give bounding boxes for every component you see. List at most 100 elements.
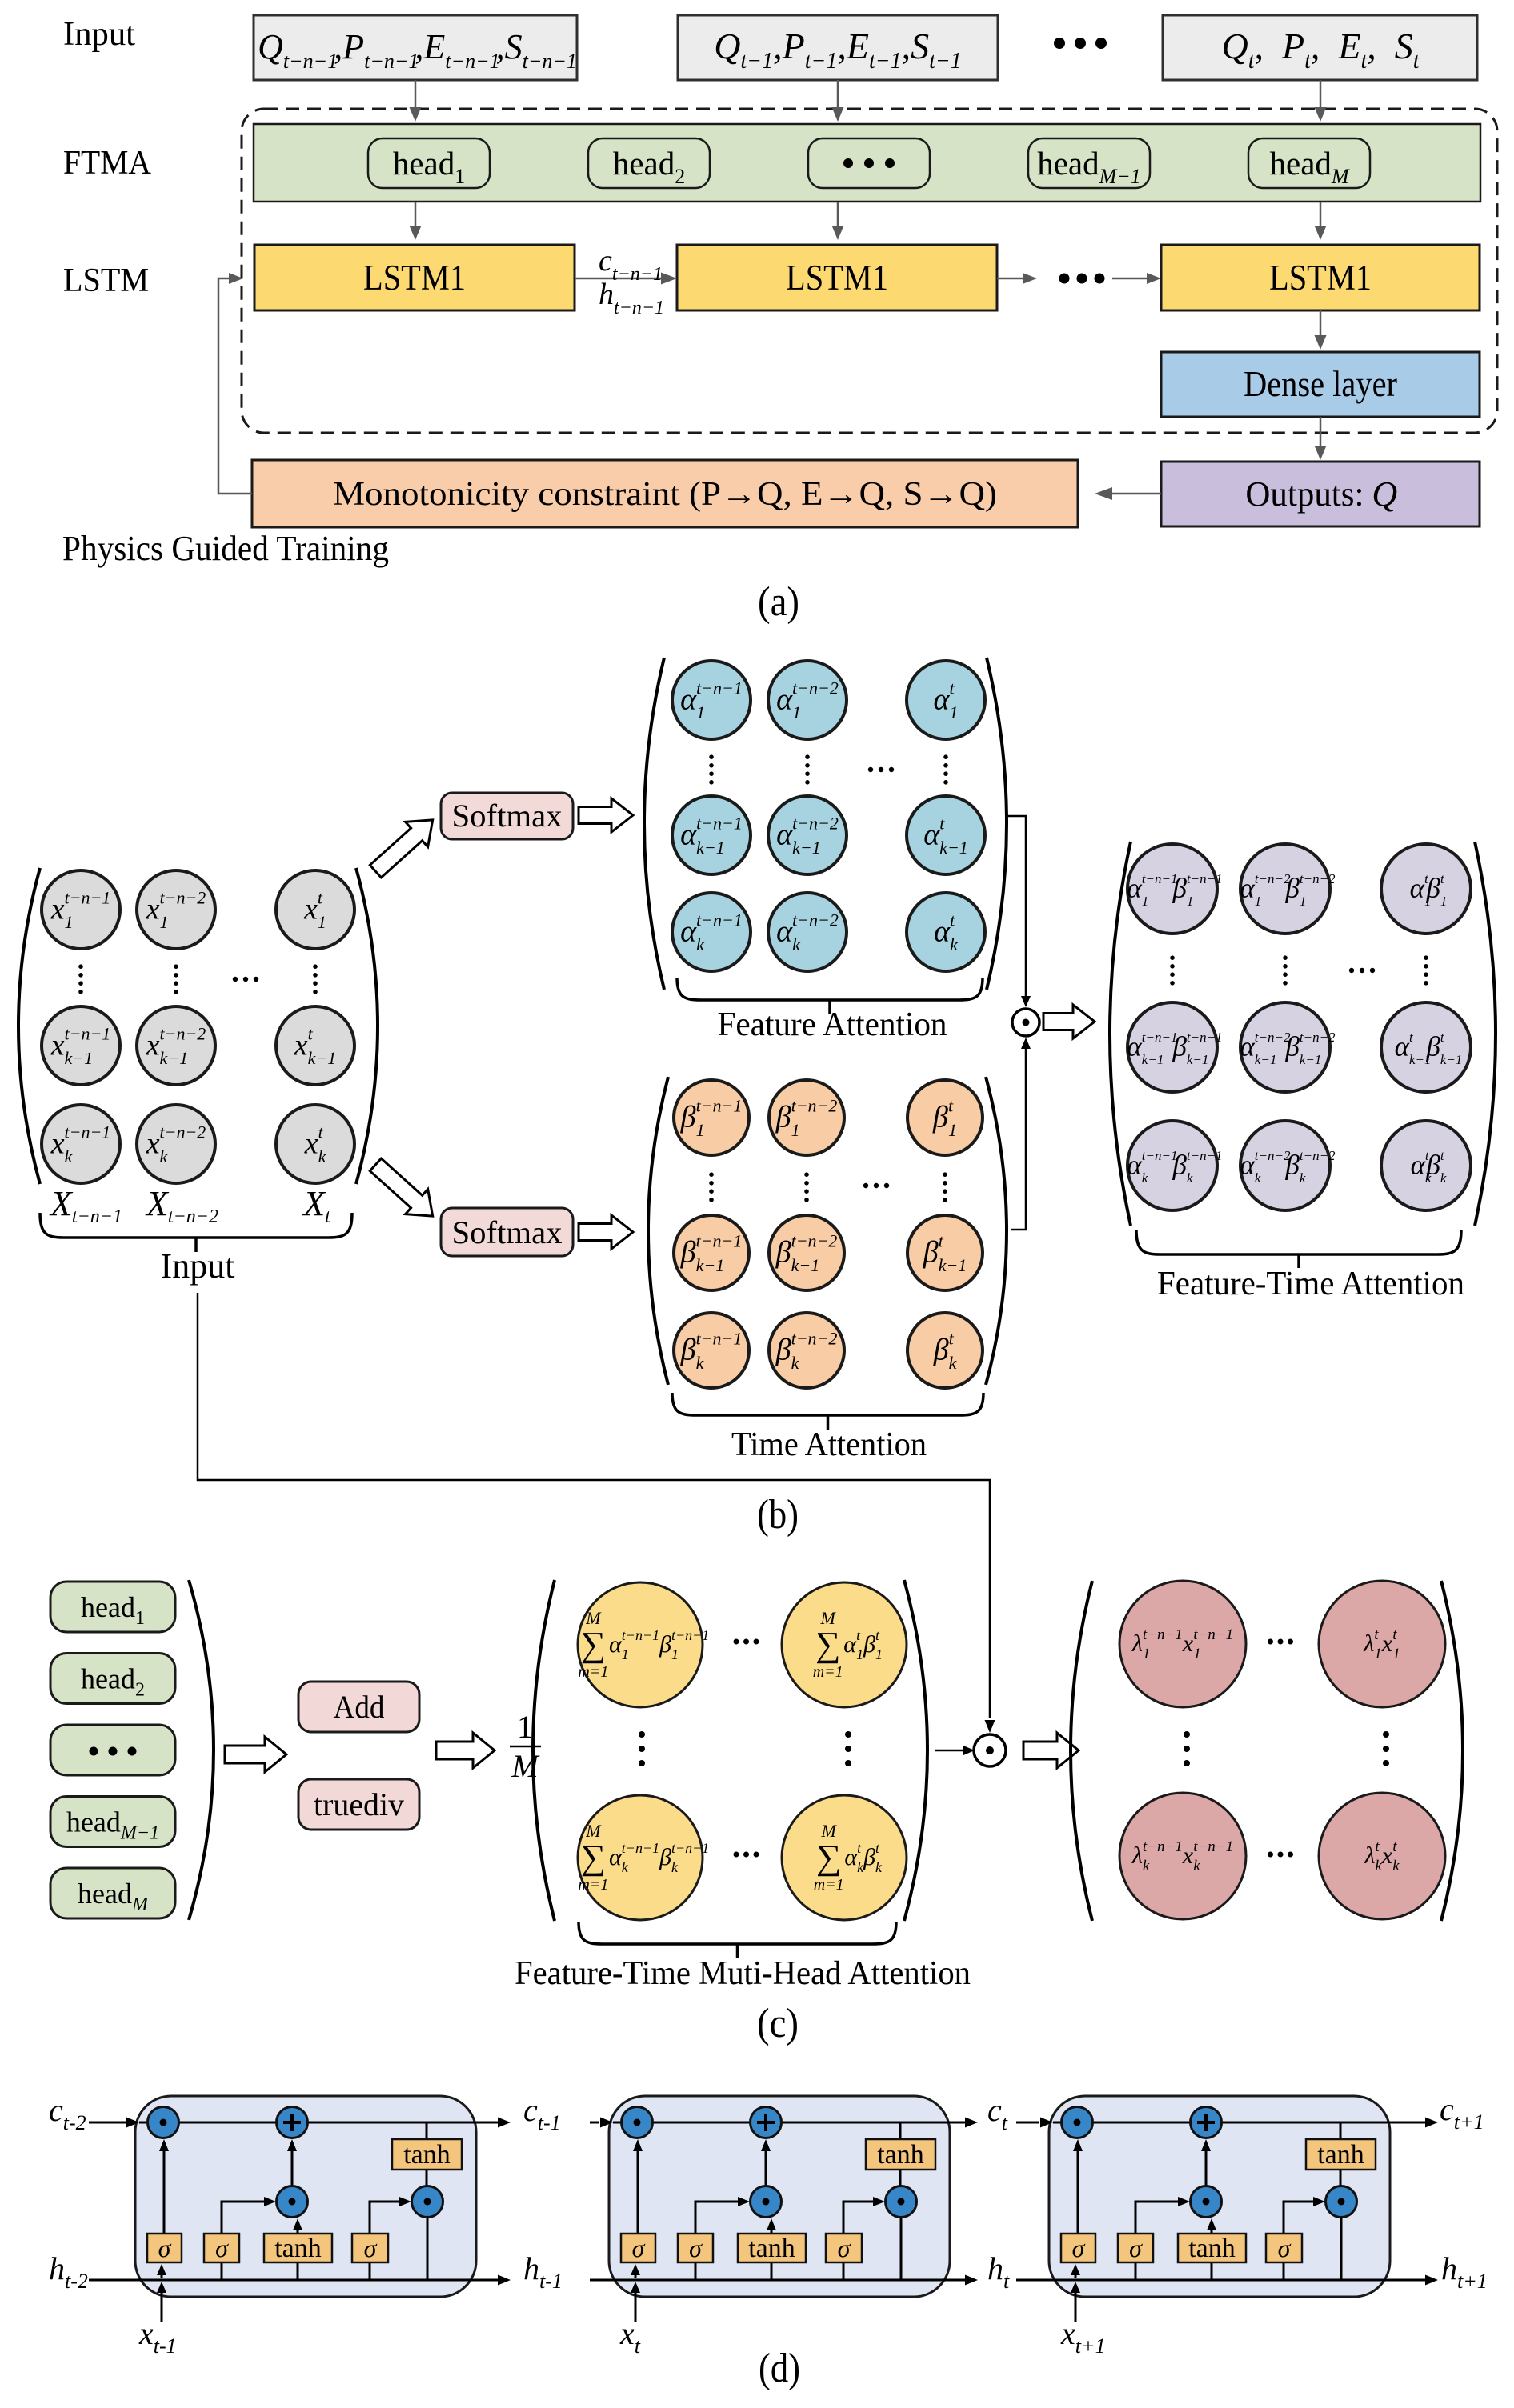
svg-text:P: P — [782, 26, 805, 66]
svg-text:β: β — [1285, 873, 1300, 904]
svg-text:k−1: k−1 — [939, 838, 968, 858]
svg-text:Q: Q — [1372, 474, 1397, 514]
svg-text:t−n−2: t−n−2 — [1255, 1030, 1291, 1045]
svg-text:head: head — [1037, 145, 1099, 182]
svg-text:α: α — [680, 818, 697, 851]
svg-text:β: β — [863, 1844, 875, 1870]
svg-text:β: β — [1426, 1031, 1441, 1062]
svg-text:t: t — [1375, 1838, 1380, 1855]
svg-text:x: x — [1381, 1842, 1393, 1869]
svg-text:LSTM1: LSTM1 — [786, 258, 888, 298]
svg-text:M: M — [511, 1748, 540, 1784]
svg-text:1: 1 — [517, 1709, 533, 1745]
svg-text:1: 1 — [1142, 894, 1149, 909]
svg-text:t: t — [1440, 1148, 1445, 1163]
svg-text:t−n−1: t−n−1 — [445, 50, 499, 73]
svg-text:M: M — [585, 1608, 602, 1628]
svg-text:m=1: m=1 — [814, 1876, 844, 1894]
svg-text:t−n−1: t−n−1 — [523, 50, 577, 73]
svg-text:k: k — [318, 1146, 327, 1166]
svg-text:k−1: k−1 — [939, 1255, 967, 1275]
svg-text:β: β — [659, 1631, 671, 1658]
svg-text:t−n−1: t−n−1 — [1143, 1626, 1183, 1643]
svg-text:x: x — [619, 2315, 635, 2351]
svg-text:k: k — [1440, 1170, 1447, 1186]
svg-text:h: h — [987, 2250, 1003, 2286]
svg-text:M: M — [820, 1608, 837, 1628]
svg-text:t−n−1: t−n−1 — [696, 678, 743, 698]
svg-text:β: β — [775, 1100, 791, 1134]
svg-text:1: 1 — [948, 1120, 957, 1140]
svg-text:c: c — [49, 2092, 63, 2128]
svg-text:β: β — [775, 1333, 791, 1366]
svg-text:tanh: tanh — [877, 2140, 924, 2170]
svg-text:t+1: t+1 — [1075, 2334, 1106, 2358]
svg-text:t−n−1: t−n−1 — [283, 50, 338, 73]
svg-text:k: k — [1375, 1858, 1382, 1874]
svg-text:X: X — [49, 1184, 74, 1223]
svg-text:β: β — [1426, 873, 1441, 904]
svg-text:1: 1 — [671, 1646, 679, 1662]
svg-text:t−n−1: t−n−1 — [696, 910, 743, 930]
svg-text:x: x — [50, 1028, 65, 1062]
svg-text:Softmax: Softmax — [452, 1214, 563, 1250]
svg-text:t: t — [1413, 49, 1420, 74]
svg-text:α: α — [1127, 1150, 1142, 1181]
svg-text:t-2: t-2 — [63, 2111, 86, 2134]
svg-text:1: 1 — [1143, 1646, 1151, 1662]
svg-text:∑: ∑ — [581, 1838, 606, 1877]
svg-text:α: α — [776, 682, 793, 716]
svg-text:t−1: t−1 — [929, 49, 962, 74]
svg-text:m=1: m=1 — [578, 1876, 608, 1894]
svg-text:1: 1 — [455, 165, 465, 188]
svg-text:1: 1 — [135, 1608, 145, 1629]
svg-text:S: S — [911, 26, 929, 66]
svg-text:M−1: M−1 — [120, 1823, 159, 1844]
svg-text:t: t — [875, 1627, 880, 1643]
svg-text:t−n−2: t−n−2 — [160, 887, 206, 907]
svg-text:t-1: t-1 — [539, 2270, 563, 2293]
svg-text:Outputs:: Outputs: — [1245, 474, 1364, 514]
svg-text:k−1: k−1 — [696, 1255, 725, 1275]
svg-text:α: α — [1411, 1150, 1426, 1181]
svg-text:α: α — [776, 818, 793, 851]
svg-text:k: k — [950, 934, 959, 954]
svg-text:t: t — [948, 1095, 954, 1115]
svg-text:t−n−1: t−n−1 — [72, 1206, 122, 1227]
svg-text:k−1: k−1 — [1142, 1052, 1164, 1067]
svg-text:M: M — [585, 1821, 602, 1841]
svg-text:head: head — [1270, 145, 1332, 182]
svg-text:(b): (b) — [757, 1492, 799, 1538]
svg-text:tanh: tanh — [274, 2234, 322, 2263]
svg-text:σ: σ — [838, 2234, 851, 2262]
svg-text:x: x — [146, 1126, 160, 1160]
svg-text:head: head — [78, 1878, 132, 1910]
svg-text:k: k — [1187, 1170, 1193, 1186]
svg-text:t: t — [856, 1627, 861, 1643]
svg-text:β: β — [933, 1333, 949, 1366]
svg-text:t−n−2: t−n−2 — [791, 1230, 838, 1250]
svg-text:X: X — [145, 1184, 170, 1223]
svg-text:LSTM1: LSTM1 — [1269, 258, 1372, 298]
svg-text:β: β — [1285, 1031, 1300, 1062]
svg-text:α: α — [680, 682, 697, 716]
svg-text:t−n−1: t−n−1 — [696, 1328, 743, 1348]
svg-text:t−1: t−1 — [740, 49, 773, 74]
svg-text:t−n−1: t−n−1 — [65, 1122, 111, 1142]
svg-text:x: x — [304, 1126, 318, 1160]
svg-text:β: β — [680, 1235, 696, 1269]
svg-text:β: β — [680, 1333, 696, 1366]
svg-text:1: 1 — [1392, 1646, 1400, 1662]
svg-text:t−n−1: t−n−1 — [696, 1095, 743, 1115]
svg-text:t: t — [1361, 49, 1368, 74]
svg-text:x: x — [294, 1028, 308, 1062]
svg-text:t−n−1: t−n−1 — [364, 50, 419, 73]
svg-text:x: x — [50, 1126, 65, 1160]
svg-text:k: k — [1255, 1170, 1261, 1186]
svg-text:1: 1 — [1424, 894, 1432, 909]
svg-text:λ: λ — [1131, 1842, 1143, 1869]
svg-text:t−n−1: t−n−1 — [1193, 1626, 1233, 1643]
svg-text:σ: σ — [158, 2234, 172, 2262]
svg-text:1: 1 — [950, 702, 959, 722]
svg-text:t−n−1: t−n−1 — [1142, 1030, 1178, 1045]
